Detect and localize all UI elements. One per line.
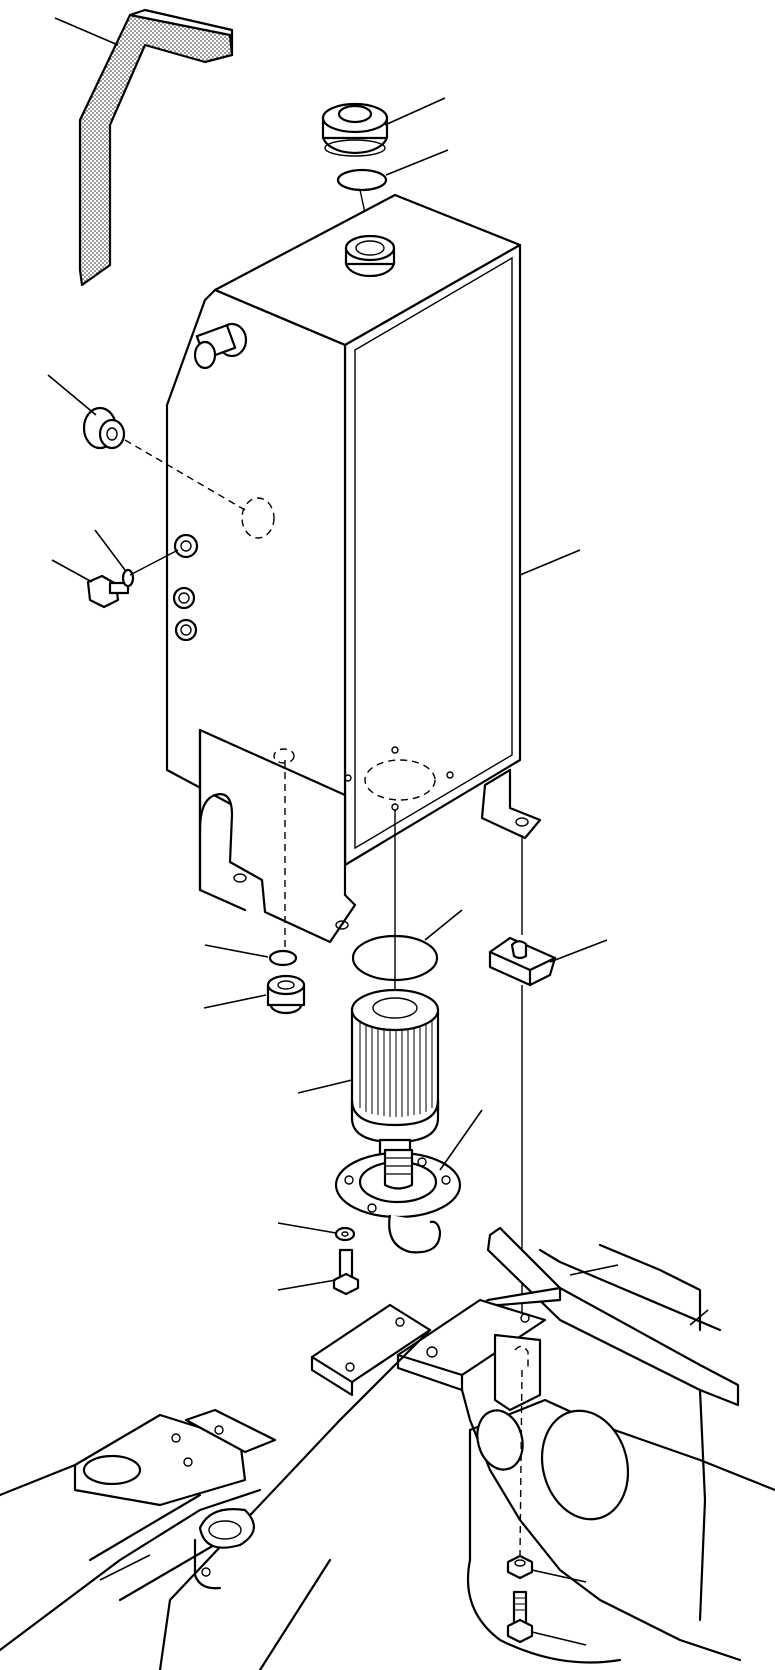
leader-line [94,529,126,571]
hydraulic-tank [165,193,581,944]
leader-line [689,1309,709,1326]
side-plug [47,374,246,511]
filler-cap [321,97,446,157]
leader-line [531,1569,587,1583]
leader-line [424,909,463,941]
handle-bracket [54,8,234,287]
machine-frame [0,1226,775,1670]
spacer-block [488,936,608,987]
cap-o-ring [336,149,449,192]
leader-line [439,1109,483,1171]
suction-filter [297,988,440,1166]
leader-line [384,97,446,126]
leader-line [54,17,119,46]
drain-fitting [203,974,306,1015]
leader-line [549,939,608,963]
drain-o-ring [204,944,298,967]
drain-bolt [51,529,179,609]
frame-bolt [506,1590,587,1646]
leader-line [51,559,93,583]
leader-line [204,944,269,958]
leader-line [297,1079,353,1094]
leader-line [99,1554,151,1581]
leader-line [203,994,267,1009]
leader-line [519,549,581,576]
plate-bolt [277,1248,360,1296]
frame-nut [506,1554,587,1583]
leader-line [385,149,449,176]
filter-cover-plate [334,1109,483,1254]
leader-line [277,1222,337,1234]
plate-washer [277,1222,356,1242]
leader-line [531,1631,587,1646]
leader-line [277,1279,337,1291]
filter-gasket [351,909,463,982]
leader-line [47,374,97,416]
leader-line [569,1264,619,1276]
